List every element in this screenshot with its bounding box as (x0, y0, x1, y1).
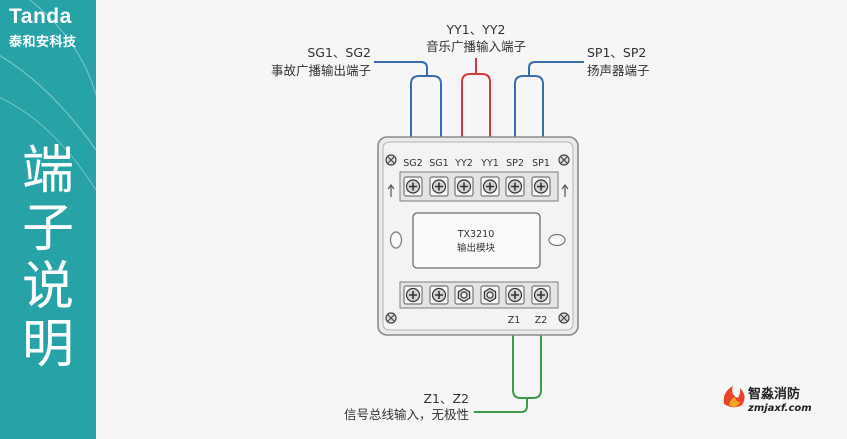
terminal-label-sg1: SG1 (429, 158, 448, 169)
output-module: SG2 SG1 YY2 YY1 SP2 SP1 TX3210 输出模块 (377, 136, 579, 336)
screw-cross-icon (505, 285, 525, 305)
screw-x-icon (385, 312, 397, 324)
terminal-label-sg2: SG2 (403, 158, 422, 169)
brand-logo-subtitle: 泰和安科技 (9, 35, 77, 50)
sidebar-decor-arcs (0, 0, 96, 191)
wire-z-leader (474, 398, 528, 413)
zmjaxf-logo-icon (723, 386, 745, 408)
callout-sg: SG1、SG2 事故广播输出端子 (271, 45, 371, 78)
wire-sp-leader (528, 61, 584, 76)
wire-z-cable (512, 335, 542, 399)
sidebar: Tanda 泰和安科技 端 子 说 明 (0, 0, 96, 439)
screw-x-icon (558, 154, 570, 166)
callout-sg-desc: 事故广播输出端子 (271, 63, 371, 78)
module-name: 输出模块 (457, 242, 496, 254)
callout-z-terminals: Z1、Z2 (423, 391, 469, 406)
watermark-url: zmjaxf.com (747, 403, 812, 414)
wire-sp-cable (514, 75, 544, 137)
screw-cross-icon (480, 176, 500, 197)
callout-sg-terminals: SG1、SG2 (307, 45, 371, 60)
screw-cross-icon (531, 176, 551, 197)
mounting-hole (389, 231, 403, 249)
screw-cross-icon (403, 285, 423, 305)
wire-sg-cable (410, 75, 442, 137)
sidebar-title-char: 端 (21, 141, 74, 201)
callout-yy-terminals: YY1、YY2 (446, 22, 506, 37)
screw-cross-icon (429, 176, 449, 197)
terminal-label-z2: Z2 (535, 315, 548, 326)
arrow-up-icon (561, 184, 569, 197)
sidebar-title-char: 明 (21, 315, 74, 375)
wire-yy-cable (461, 73, 491, 137)
wire-sg-leader (374, 61, 428, 76)
callout-sp: SP1、SP2 扬声器端子 (587, 45, 650, 78)
screw-cross-icon (454, 176, 474, 197)
terminal-label-yy2: YY2 (454, 158, 473, 169)
screw-x-icon (558, 312, 570, 324)
screw-cross-icon (429, 285, 449, 305)
screw-cross-icon (505, 176, 525, 197)
screw-cross-icon (403, 176, 423, 197)
callout-yy-desc: 音乐广播输入端子 (426, 39, 526, 54)
mounting-hole (548, 233, 566, 247)
screw-hex-icon (480, 285, 500, 305)
terminal-label-sp2: SP2 (506, 158, 524, 169)
watermark: 智淼消防 zmjaxf.com (723, 386, 812, 414)
module-model: TX3210 (457, 229, 495, 240)
terminal-label-yy1: YY1 (480, 158, 499, 169)
callout-sp-desc: 扬声器端子 (587, 63, 650, 78)
sidebar-title-char: 子 (21, 199, 74, 259)
terminal-label-z1: Z1 (508, 315, 521, 326)
callout-sp-terminals: SP1、SP2 (587, 45, 646, 60)
model-label-box (412, 212, 541, 269)
terminal-label-sp1: SP1 (532, 158, 550, 169)
callout-z: Z1、Z2 信号总线输入，无极性 (344, 391, 469, 422)
callout-z-desc: 信号总线输入，无极性 (344, 407, 469, 422)
sidebar-title-char: 说 (21, 257, 74, 317)
callout-yy: YY1、YY2 音乐广播输入端子 (426, 22, 526, 54)
screw-cross-icon (531, 285, 551, 305)
arrow-up-icon (387, 184, 395, 197)
brand-logo-name: Tanda (9, 5, 72, 28)
sidebar-title: 端 子 说 明 (0, 142, 96, 374)
screw-x-icon (385, 154, 397, 166)
watermark-name: 智淼消防 (748, 386, 800, 402)
screw-hex-icon (454, 285, 474, 305)
